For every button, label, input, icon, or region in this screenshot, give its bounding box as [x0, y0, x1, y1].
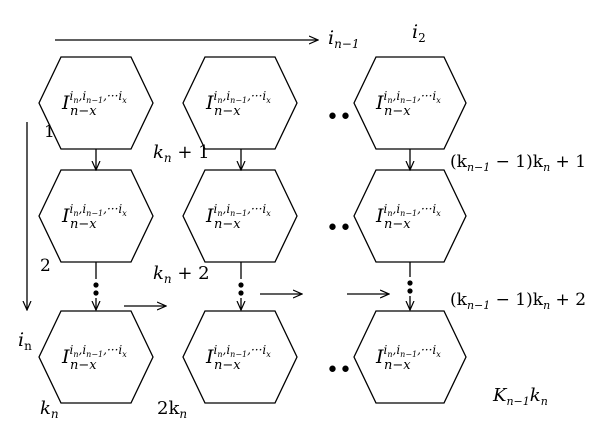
hexagon-node-subscript: n−x: [384, 217, 411, 232]
hexagon-node-r1-c2: Iin,in−1,···ixn−x: [182, 56, 298, 150]
hexagon-node-label: Iin,in−1,···ix: [205, 202, 271, 227]
hexagon-node-subscript: n−x: [70, 358, 97, 373]
col3-vertical-dots: [407, 280, 413, 294]
hexagon-node-subscript: n−x: [214, 217, 241, 232]
hexagon-node-r2-c3: Iin,in−1,···ixn−x: [353, 169, 467, 263]
row3-right-label: Kn−1kn: [492, 385, 548, 408]
hexagon-node-subscript: n−x: [214, 104, 241, 119]
col1-vertical-dots: [93, 282, 99, 296]
hexagon-node-subscript: n−x: [384, 104, 411, 119]
row1-second-label: kn + 1: [153, 142, 210, 165]
top-right-label: i2: [412, 21, 426, 45]
hexagon-node-subscript: n−x: [70, 104, 97, 119]
hexagon-node-label: Iin,in−1,···ix: [205, 89, 271, 114]
hexagon-node-r3-c2: Iin,in−1,···ixn−x: [182, 310, 298, 404]
row2-horizontal-dots: ••: [326, 216, 352, 241]
hexagon-node-label: Iin,in−1,···ix: [375, 202, 441, 227]
hexagon-node-label: Iin,in−1,···ix: [61, 343, 127, 368]
col2-vertical-dots: [238, 282, 244, 296]
hexagon-node-label: Iin,in−1,···ix: [61, 89, 127, 114]
row1-horizontal-dots: ••: [326, 105, 352, 130]
left-axis-label: in: [18, 329, 32, 353]
top-axis-label: in−1: [328, 27, 360, 51]
hexagon-node-label: Iin,in−1,···ix: [375, 89, 441, 114]
hexagon-node-r2-c2: Iin,in−1,···ixn−x: [182, 169, 298, 263]
hexagon-node-label: Iin,in−1,···ix: [205, 343, 271, 368]
row3-second-label: 2kn: [157, 398, 187, 421]
hexagon-node-r1-c3: Iin,in−1,···ixn−x: [353, 56, 467, 150]
hexagon-node-r2-c1: Iin,in−1,···ixn−x: [38, 169, 154, 263]
hexagon-node-subscript: n−x: [70, 217, 97, 232]
hexagon-node-subscript: n−x: [384, 358, 411, 373]
row1-right-label: (kn−1 − 1)kn + 1: [450, 152, 586, 174]
row3-first-label: kn: [40, 398, 59, 421]
hexagon-node-subscript: n−x: [214, 358, 241, 373]
hexagon-node-label: Iin,in−1,···ix: [375, 343, 441, 368]
row2-first-label: 2: [40, 256, 51, 276]
row2-right-label: (kn−1 − 1)kn + 2: [450, 290, 586, 312]
row1-first-label: 1: [44, 122, 55, 142]
hexagon-node-r1-c1: Iin,in−1,···ixn−x: [38, 56, 154, 150]
hexagon-node-r3-c1: Iin,in−1,···ixn−x: [38, 310, 154, 404]
hexagon-node-label: Iin,in−1,···ix: [61, 202, 127, 227]
row3-horizontal-dots: ••: [326, 358, 352, 383]
hexagon-node-r3-c3: Iin,in−1,···ixn−x: [353, 310, 467, 404]
row2-second-label: kn + 2: [153, 263, 210, 286]
